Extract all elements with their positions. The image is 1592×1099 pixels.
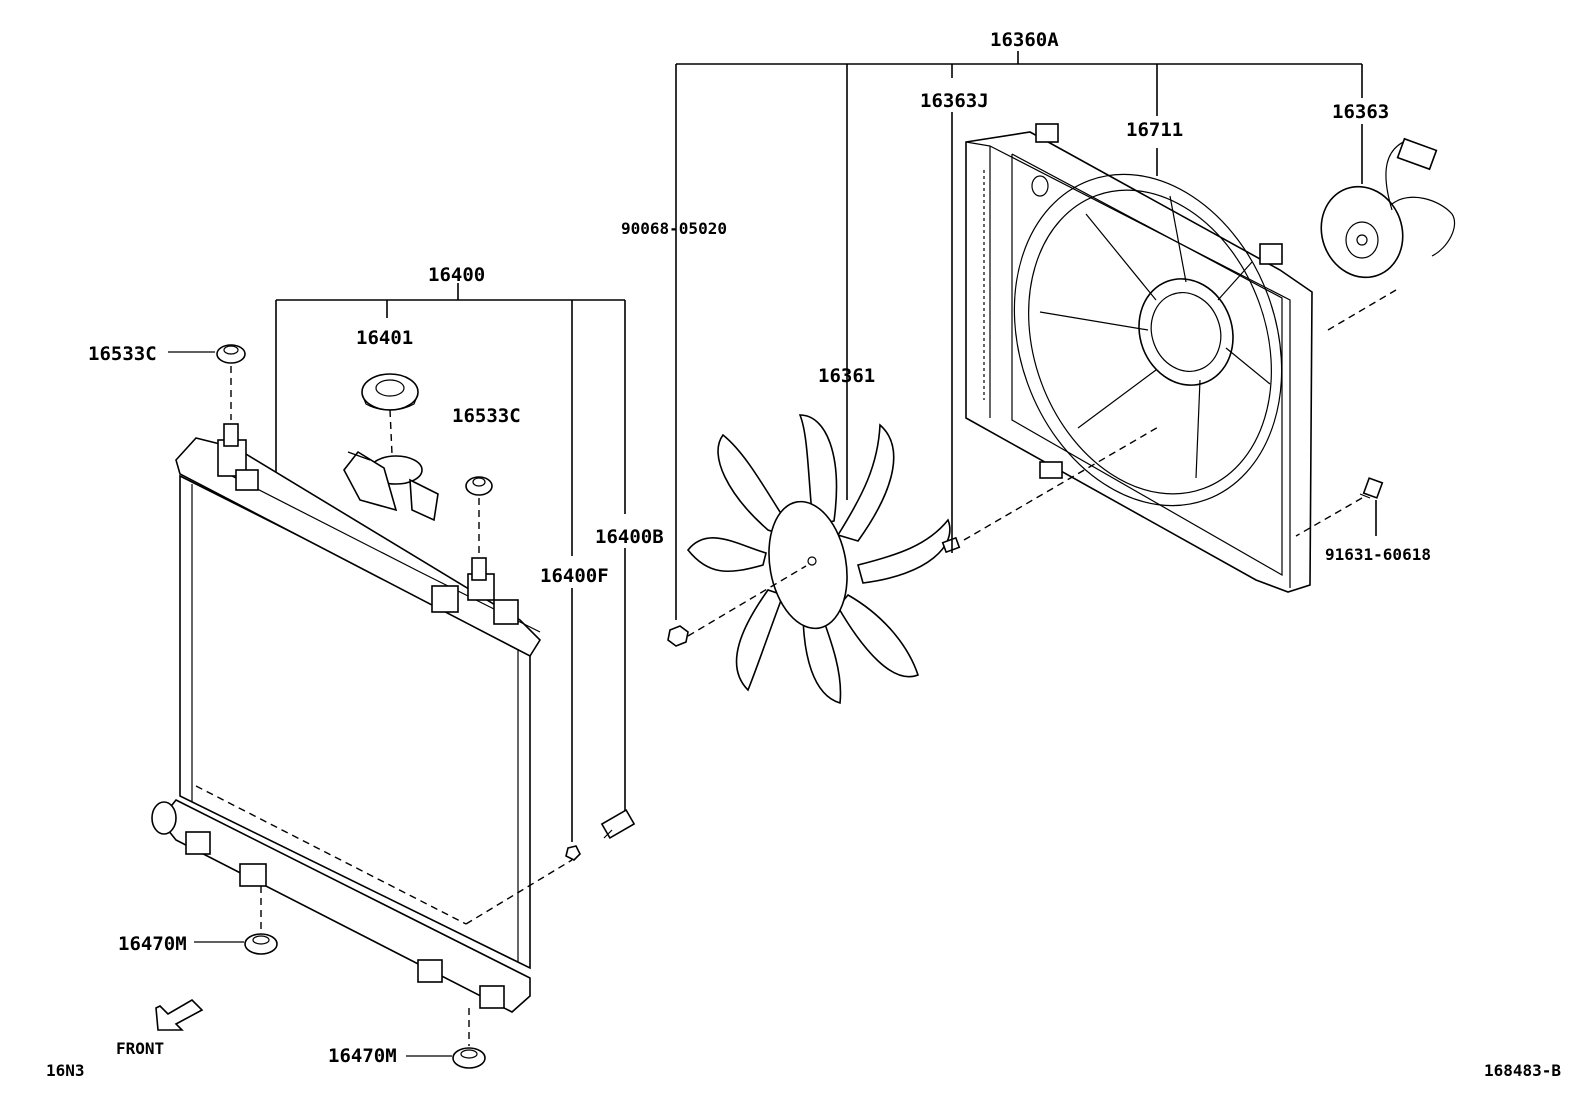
leader-lines [168, 351, 452, 1057]
cushion-16470M-a [244, 886, 278, 955]
radiator-cap [361, 373, 419, 455]
label-16360A: 16360A [990, 29, 1059, 51]
bracket-16360A [675, 51, 1363, 620]
label-16470M-b: 16470M [328, 1045, 397, 1067]
cushion-16533C-mid [465, 476, 493, 556]
label-90068-05020: 90068-05020 [621, 219, 727, 238]
label-91631-60618: 91631-60618 [1325, 545, 1431, 564]
fan-shroud [965, 123, 1313, 593]
cushion-16533C-top [216, 344, 246, 420]
label-16363: 16363 [1332, 101, 1389, 123]
bracket-16400 [275, 283, 626, 842]
radiator [151, 423, 573, 1013]
label-16533C-mid: 16533C [452, 405, 521, 427]
screw-16363J [941, 425, 1161, 554]
bolt-91631 [1295, 477, 1384, 537]
fan-motor [1320, 137, 1456, 331]
cushion-16470M-b [452, 1008, 486, 1069]
code-left: 16N3 [46, 1061, 85, 1080]
label-16363J: 16363J [920, 90, 989, 112]
front-arrow-icon [155, 998, 204, 1031]
drain-cock-16400F [565, 845, 581, 861]
label-16401: 16401 [356, 327, 413, 349]
label-16400F: 16400F [540, 565, 609, 587]
label-16533C-top: 16533C [88, 343, 157, 365]
nut-90068 [667, 565, 807, 647]
label-16400B: 16400B [595, 526, 664, 548]
drain-plug-16400B [600, 808, 636, 840]
fan-blade [686, 414, 951, 705]
label-16470M-a: 16470M [118, 933, 187, 955]
code-right: 168483-B [1484, 1061, 1561, 1080]
label-16400: 16400 [428, 264, 485, 286]
label-16711: 16711 [1126, 119, 1183, 141]
label-front: FRONT [116, 1039, 164, 1058]
label-16361: 16361 [818, 365, 875, 387]
